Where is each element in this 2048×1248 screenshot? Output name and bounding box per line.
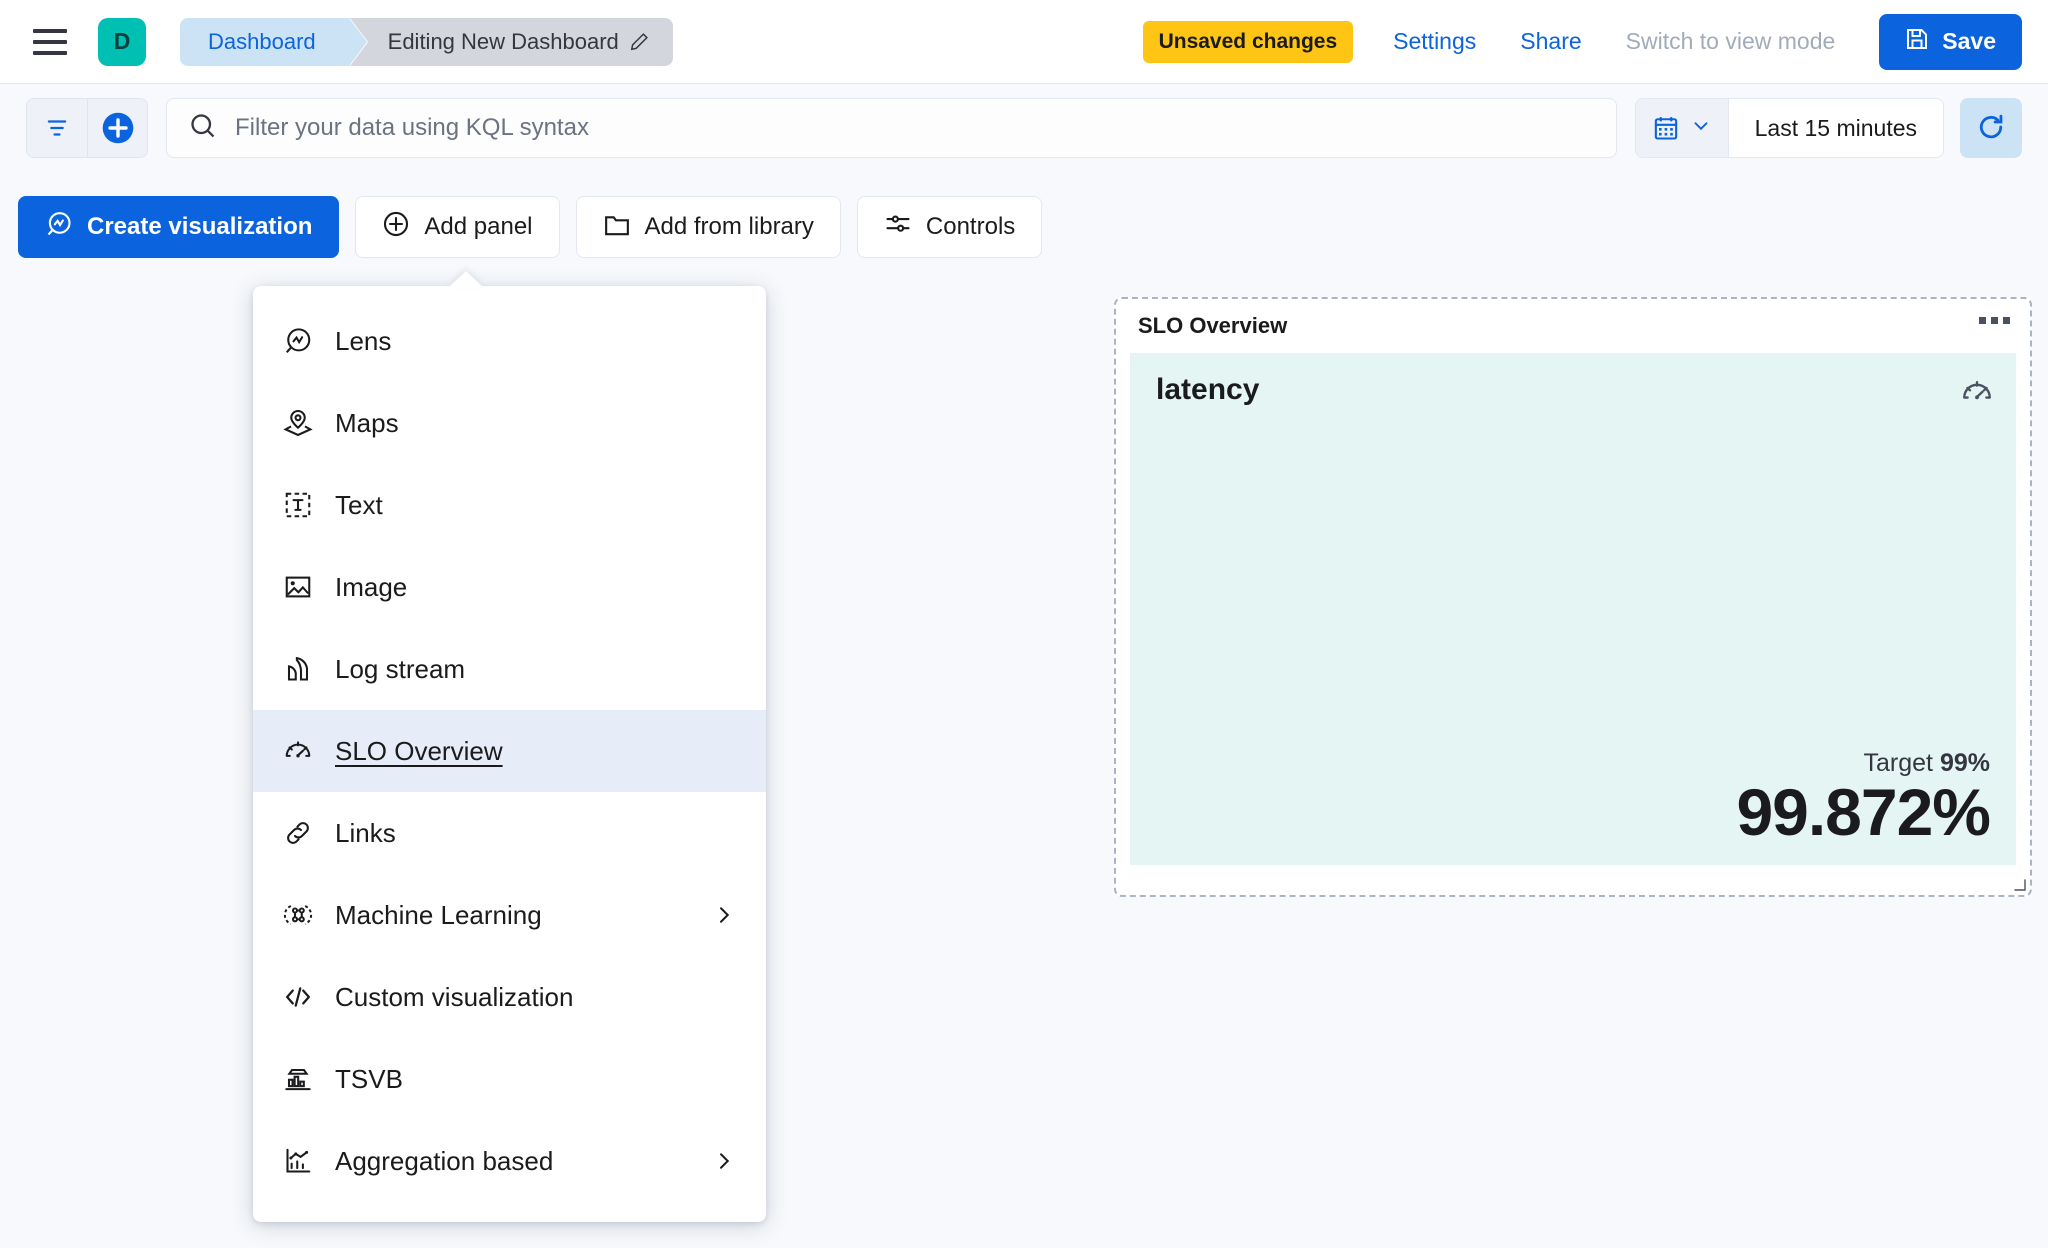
search-input-placeholder: Filter your data using KQL syntax xyxy=(235,114,589,141)
controls-button[interactable]: Controls xyxy=(856,196,1043,258)
header-actions: Unsaved changes Settings Share Switch to… xyxy=(1142,13,2048,70)
create-visualization-label: Create visualization xyxy=(87,213,313,240)
global-header: D Dashboard Editing New Dashboard Unsave… xyxy=(0,0,2048,84)
panel-options-icon[interactable] xyxy=(1979,317,2010,324)
code-brackets-icon xyxy=(283,982,313,1012)
dashboard-toolbar: Create visualization Add panel Add from … xyxy=(0,196,2048,258)
search-input[interactable]: Filter your data using KQL syntax xyxy=(166,98,1617,158)
menu-item-lens[interactable]: Lens xyxy=(253,300,766,382)
save-button[interactable]: Save xyxy=(1879,13,2022,70)
menu-item-text[interactable]: Text xyxy=(253,464,766,546)
menu-item-image[interactable]: Image xyxy=(253,546,766,628)
menu-item-label: Maps xyxy=(335,407,399,438)
text-box-icon xyxy=(283,490,313,520)
add-panel-menu: Lens Maps Text xyxy=(253,286,766,1222)
settings-link[interactable]: Settings xyxy=(1393,28,1477,54)
search-icon xyxy=(189,112,217,145)
menu-item-label: Custom visualization xyxy=(335,981,574,1012)
add-from-library-button[interactable]: Add from library xyxy=(575,196,841,258)
plus-circle-icon xyxy=(382,210,410,245)
slo-target-value: 99% xyxy=(1939,748,1990,777)
slo-panel-body: latency Target 99% 99.872% xyxy=(1130,353,2016,865)
menu-item-label: Image xyxy=(335,571,408,602)
space-avatar[interactable]: D xyxy=(98,17,146,66)
filter-group xyxy=(26,98,148,158)
slo-target: Target 99% xyxy=(1736,749,1990,778)
lens-icon xyxy=(283,326,313,356)
log-stream-icon xyxy=(283,654,313,684)
menu-item-label: SLO Overview xyxy=(335,735,503,766)
refresh-icon xyxy=(1976,112,2006,145)
panel-header: SLO Overview xyxy=(1116,299,2030,353)
slo-metric-name: latency xyxy=(1156,373,1260,406)
breadcrumb-editing-dashboard[interactable]: Editing New Dashboard xyxy=(349,17,673,66)
folder-icon xyxy=(603,210,631,245)
chevron-right-icon xyxy=(712,903,736,927)
aggregation-chart-icon xyxy=(283,1146,313,1176)
create-visualization-button[interactable]: Create visualization xyxy=(18,196,340,258)
status-badge: Unsaved changes xyxy=(1142,20,1354,63)
plus-circle-icon[interactable] xyxy=(87,99,147,157)
menu-item-label: Log stream xyxy=(335,653,466,684)
chevron-down-icon xyxy=(1690,115,1712,142)
gauge-icon xyxy=(283,736,313,766)
breadcrumb-dashboard-label: Dashboard xyxy=(208,28,316,54)
menu-item-machine-learning[interactable]: Machine Learning xyxy=(253,874,766,956)
image-icon xyxy=(283,572,313,602)
tsvb-chart-icon xyxy=(283,1064,313,1094)
menu-item-label: Machine Learning xyxy=(335,899,542,930)
calendar-icon[interactable] xyxy=(1635,99,1729,157)
menu-item-label: Text xyxy=(335,489,383,520)
breadcrumb: Dashboard Editing New Dashboard xyxy=(180,17,673,66)
save-button-label: Save xyxy=(1942,28,1996,54)
slo-target-label: Target xyxy=(1863,748,1933,777)
resize-handle-icon[interactable] xyxy=(2011,876,2027,892)
lens-icon xyxy=(45,210,73,245)
menu-item-slo-overview[interactable]: SLO Overview xyxy=(253,710,766,792)
menu-item-label: Lens xyxy=(335,325,392,356)
menu-item-tsvb[interactable]: TSVB xyxy=(253,1038,766,1120)
maps-pin-icon xyxy=(283,408,313,438)
pencil-icon[interactable] xyxy=(629,32,649,52)
hamburger-menu-icon[interactable] xyxy=(28,20,72,64)
menu-item-links[interactable]: Links xyxy=(253,792,766,874)
panel-title: SLO Overview xyxy=(1138,313,1288,338)
menu-item-aggregation-based[interactable]: Aggregation based xyxy=(253,1120,766,1202)
slo-sli-value: 99.872% xyxy=(1736,774,1991,849)
gauge-icon xyxy=(1960,375,1994,409)
query-bar: Filter your data using KQL syntax xyxy=(0,84,2048,172)
time-range-value[interactable]: Last 15 minutes xyxy=(1754,114,1917,141)
menu-item-label: Links xyxy=(335,817,396,848)
slo-footer: Target 99% 99.872% xyxy=(1736,749,1991,849)
refresh-button[interactable] xyxy=(1960,98,2022,158)
breadcrumb-dashboard[interactable]: Dashboard xyxy=(180,17,367,66)
add-panel-button[interactable]: Add panel xyxy=(355,196,560,258)
machine-learning-icon xyxy=(283,900,313,930)
time-picker: Last 15 minutes xyxy=(1634,98,1944,158)
chevron-right-icon xyxy=(712,1149,736,1173)
add-panel-label: Add panel xyxy=(424,213,533,240)
share-link[interactable]: Share xyxy=(1520,28,1582,54)
save-disk-icon xyxy=(1905,27,1929,57)
menu-item-label: TSVB xyxy=(335,1063,403,1094)
filter-icon[interactable] xyxy=(27,99,87,157)
add-from-library-label: Add from library xyxy=(644,213,814,240)
switch-to-view-mode-link[interactable]: Switch to view mode xyxy=(1625,28,1836,54)
slo-overview-panel[interactable]: SLO Overview latency Target 99% xyxy=(1114,297,2032,897)
link-chain-icon xyxy=(283,818,313,848)
controls-sliders-icon xyxy=(884,210,912,245)
breadcrumb-editing-label: Editing New Dashboard xyxy=(387,28,619,54)
menu-item-label: Aggregation based xyxy=(335,1145,554,1176)
menu-item-maps[interactable]: Maps xyxy=(253,382,766,464)
menu-item-log-stream[interactable]: Log stream xyxy=(253,628,766,710)
menu-item-custom-visualization[interactable]: Custom visualization xyxy=(253,956,766,1038)
controls-label: Controls xyxy=(925,213,1016,240)
